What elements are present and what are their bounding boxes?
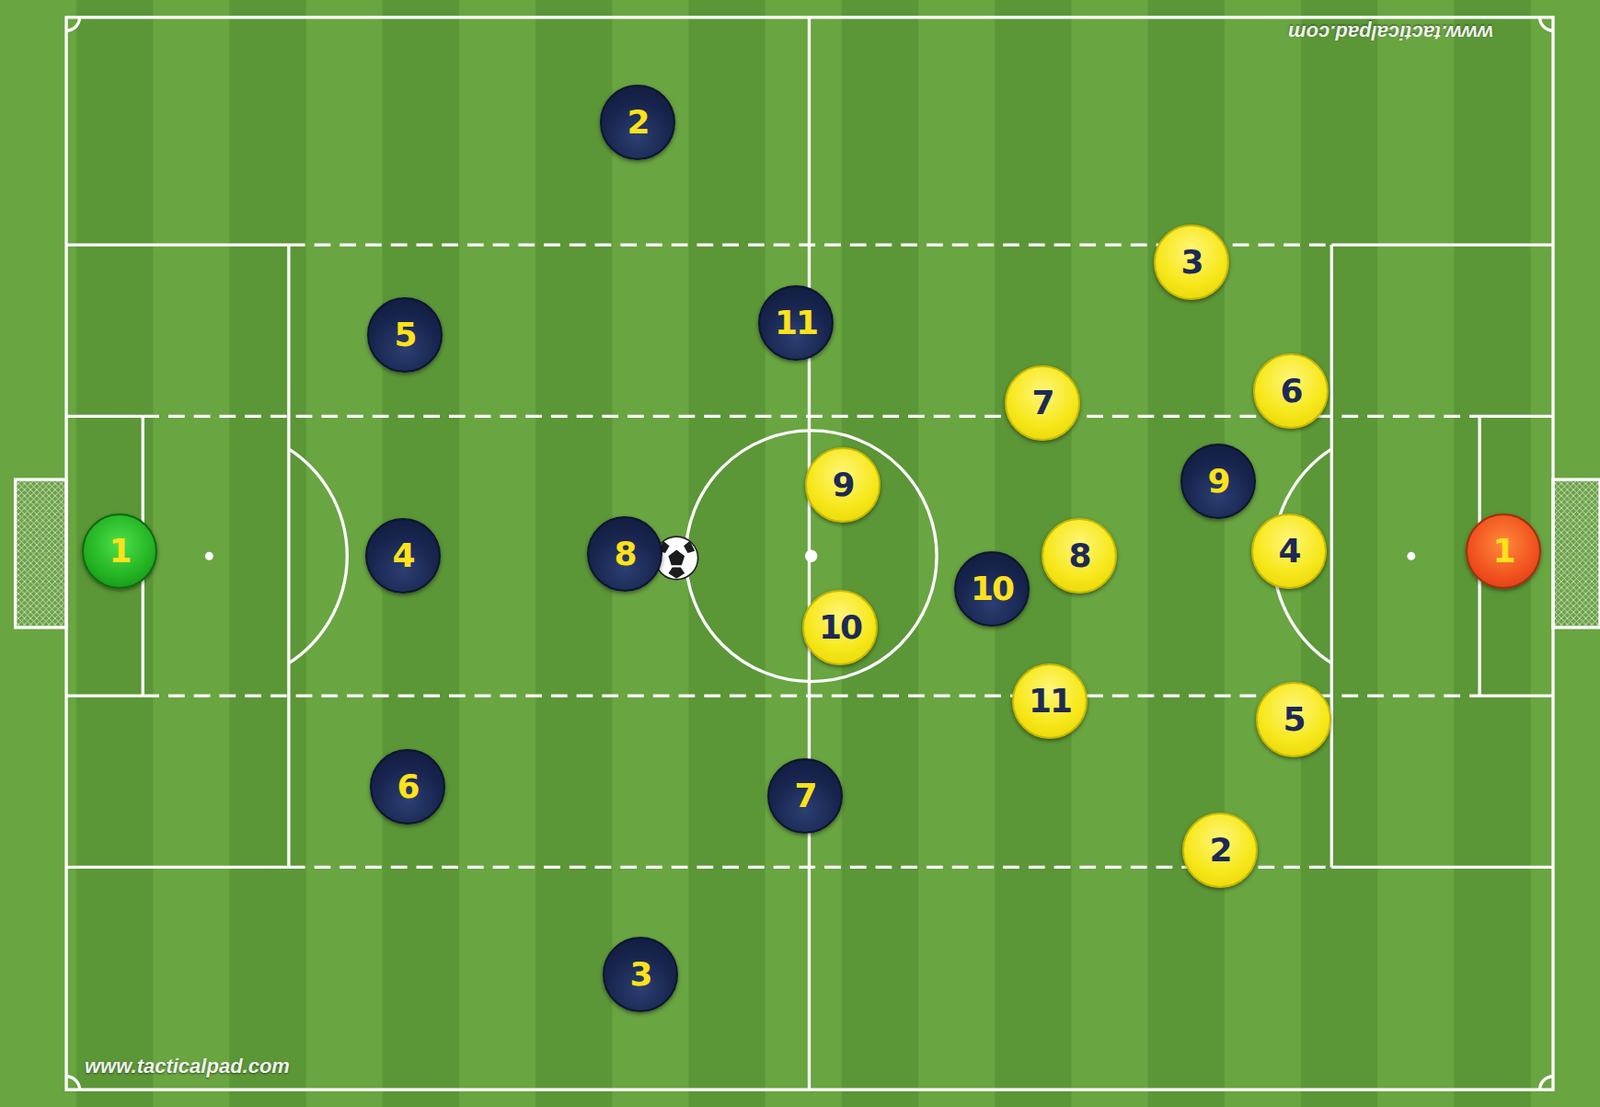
player-number: 1 — [1492, 534, 1514, 568]
player-disc: 10 — [954, 551, 1030, 627]
player-number: 3 — [1180, 245, 1202, 279]
player-number: 10 — [818, 610, 862, 645]
player-number: 6 — [396, 770, 418, 804]
player-number: 2 — [626, 105, 648, 139]
player-disc: 3 — [1153, 224, 1230, 300]
player-disc: 11 — [758, 285, 834, 361]
player-number: 11 — [774, 306, 818, 340]
player-disc: 11 — [1012, 663, 1088, 739]
player-number: 7 — [1031, 386, 1053, 420]
watermark: www.tacticalpad.com — [1288, 20, 1494, 45]
player-number: 9 — [831, 468, 853, 502]
player-number: 8 — [1068, 539, 1090, 573]
player-disc: 3 — [602, 936, 679, 1013]
player-disc: 10 — [802, 589, 878, 666]
player-disc: 5 — [1255, 681, 1332, 758]
player-disc: 8 — [587, 516, 663, 592]
player-disc: 2 — [599, 84, 676, 161]
player-disc: 9 — [805, 447, 881, 523]
player-number: 5 — [1282, 702, 1304, 737]
player-disc: 4 — [1251, 513, 1327, 589]
player-number: 2 — [1208, 833, 1231, 867]
player-disc: 8 — [1041, 517, 1117, 594]
player-number: 4 — [391, 539, 414, 573]
player-number: 10 — [970, 572, 1013, 606]
player-disc: 2 — [1182, 812, 1258, 888]
player-disc: 7 — [1004, 365, 1081, 441]
player-number: 8 — [613, 537, 635, 571]
player-disc: 4 — [365, 517, 441, 594]
player-disc: 1 — [81, 513, 158, 589]
player-number: 5 — [393, 318, 415, 352]
player-number: 11 — [1028, 684, 1071, 718]
player-number: 7 — [794, 779, 816, 813]
player-disc: 9 — [1180, 443, 1256, 519]
player-disc: 7 — [767, 758, 843, 834]
player-number: 1 — [108, 534, 130, 568]
player-number: 4 — [1277, 534, 1300, 568]
player-number: 6 — [1279, 374, 1301, 408]
player-disc: 6 — [1253, 353, 1329, 429]
player-disc: 5 — [367, 297, 443, 373]
player-number: 9 — [1207, 464, 1229, 498]
player-disc: 6 — [369, 748, 446, 825]
watermark: www.tacticalpad.com — [84, 1054, 290, 1079]
player-number: 3 — [629, 957, 651, 991]
player-disc: 1 — [1465, 513, 1542, 589]
